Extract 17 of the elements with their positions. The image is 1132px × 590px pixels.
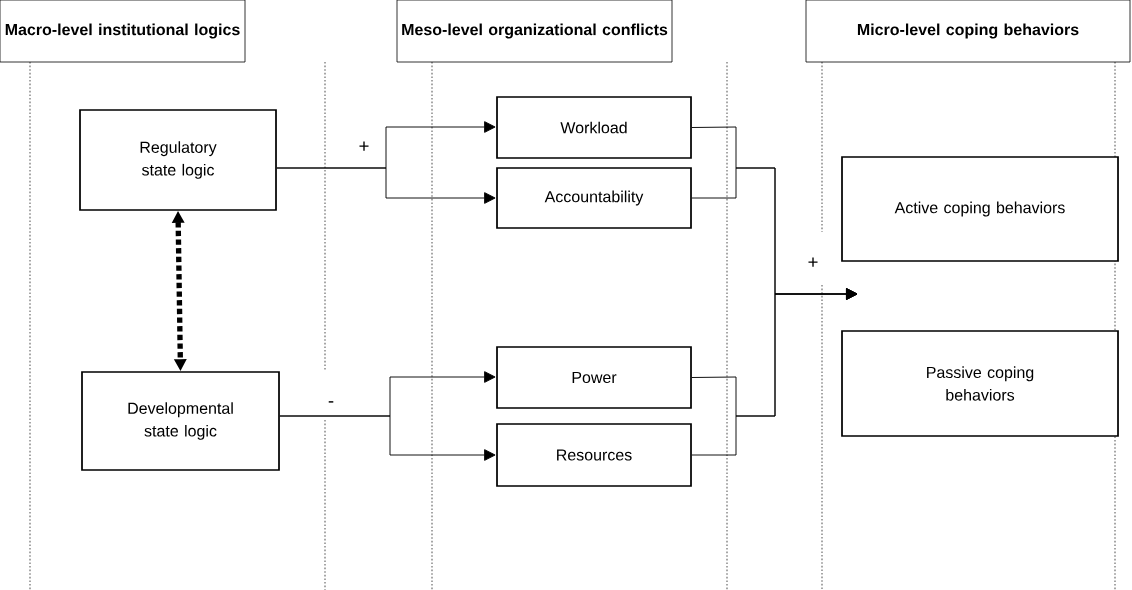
- concept-box: Power: [496, 346, 692, 409]
- concept-box: Resources: [496, 423, 692, 487]
- concept-box: Active coping behaviors: [841, 156, 1119, 262]
- header-box: Macro-level institutional logics: [0, 0, 246, 63]
- concept-box: Regulatory state logic: [79, 109, 277, 211]
- edge-label: +: [357, 140, 371, 154]
- connector-arrow: [691, 288, 858, 456]
- concept-box: Developmental state logic: [81, 371, 280, 471]
- concept-box: Passive coping behaviors: [841, 330, 1119, 437]
- connector-arrow: [279, 415, 496, 461]
- edge-label: -: [326, 399, 336, 409]
- header-box: Meso-level organizational conflicts: [396, 0, 673, 63]
- header-box: Micro-level coping behaviors: [805, 0, 1131, 63]
- concept-box: Workload: [496, 96, 692, 159]
- connector-arrow: [276, 167, 496, 204]
- edge-label: +: [806, 256, 820, 270]
- concept-box: Accountability: [496, 167, 692, 229]
